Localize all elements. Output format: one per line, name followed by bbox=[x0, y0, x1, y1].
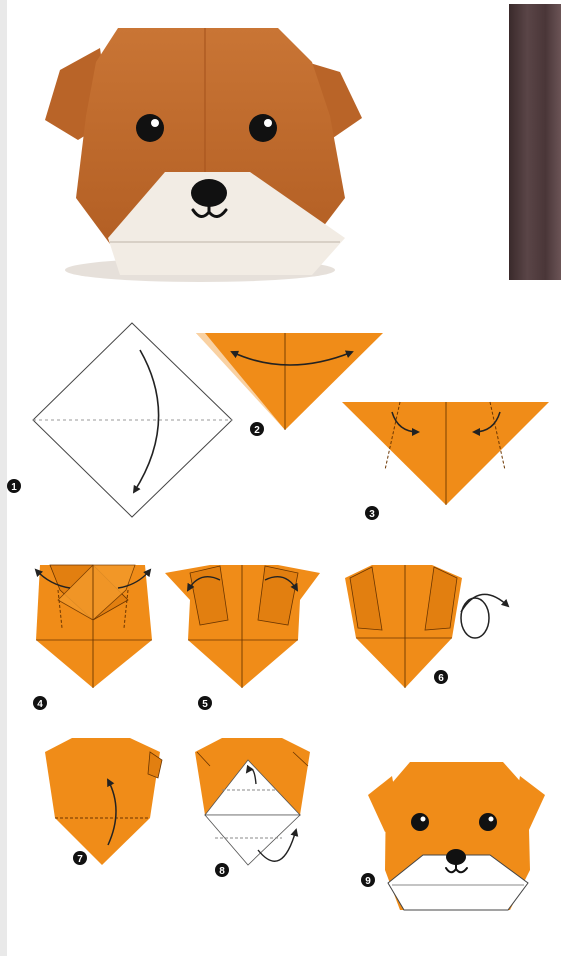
step-1-diagram: 1 bbox=[7, 323, 232, 517]
step-5-number: 5 bbox=[202, 699, 208, 710]
step-4-diagram: 4 bbox=[33, 565, 152, 710]
step-6-diagram: 6 bbox=[345, 565, 508, 688]
step-1-number: 1 bbox=[11, 482, 17, 493]
step-6-number: 6 bbox=[438, 673, 444, 684]
step-9-left-eye bbox=[411, 813, 429, 831]
step-2-number: 2 bbox=[254, 425, 260, 436]
step-3-diagram: 3 bbox=[342, 402, 549, 520]
photo-left-eye bbox=[136, 114, 164, 142]
step-5-diagram: 5 bbox=[165, 565, 320, 710]
step-3-number: 3 bbox=[369, 509, 375, 520]
step-7-shape bbox=[45, 738, 160, 865]
step-8-diagram: 8 bbox=[195, 738, 310, 877]
step-8-number: 8 bbox=[219, 866, 225, 877]
finished-dog-photo bbox=[45, 28, 362, 282]
step-9-nose bbox=[446, 849, 466, 865]
step-4-number: 4 bbox=[37, 699, 43, 710]
step-9-diagram: 9 bbox=[361, 762, 545, 910]
step-9-number: 9 bbox=[365, 876, 371, 887]
photo-right-eye bbox=[249, 114, 277, 142]
step-7-diagram: 7 bbox=[45, 738, 162, 865]
turn-over-icon bbox=[461, 594, 508, 638]
step-9-right-eye bbox=[479, 813, 497, 831]
step-7-number: 7 bbox=[77, 854, 83, 865]
